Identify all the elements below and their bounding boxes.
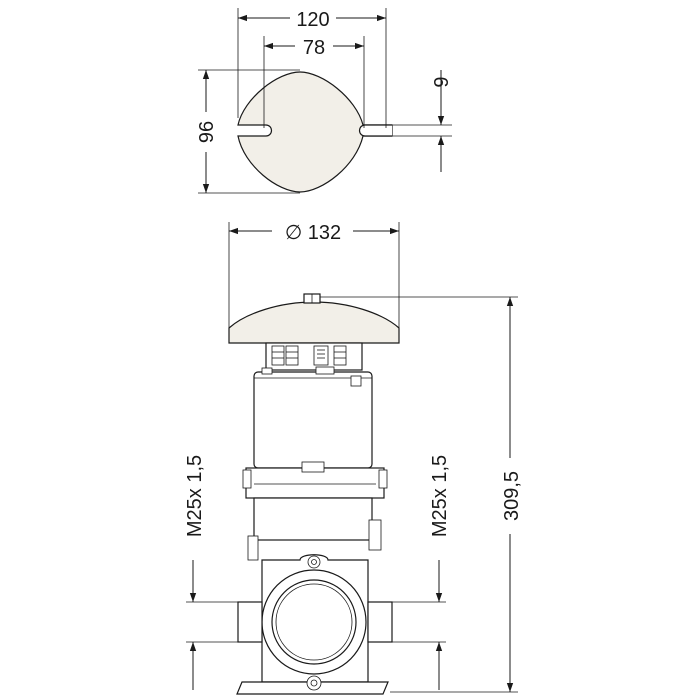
dimension-height-top-label: 96 <box>196 121 218 143</box>
dimension-height-top: 96 <box>196 70 218 193</box>
neck <box>245 467 385 499</box>
dimension-width-inner-label: 78 <box>303 37 325 59</box>
dimension-thread-right: M25x 1,5 <box>392 455 451 690</box>
dimension-slot: 9 <box>431 70 453 172</box>
cap-dome <box>228 301 400 344</box>
dimension-diameter-label: ∅ 132 <box>285 222 341 244</box>
dimension-total-height: 309,5 <box>320 296 523 693</box>
dimension-diameter: ∅ 132 <box>228 222 400 342</box>
top-view <box>198 8 452 194</box>
dimension-total-height-label: 309,5 <box>501 471 523 521</box>
dimension-thread-left: M25x 1,5 <box>184 455 238 690</box>
cable-gland-left <box>237 601 263 643</box>
dimension-width-outer: 120 <box>238 9 386 31</box>
device-side-view <box>228 293 400 695</box>
dimension-thread-left-label: M25x 1,5 <box>184 455 206 537</box>
dimension-width-inner: 78 <box>264 37 364 59</box>
dimension-width-outer-label: 120 <box>296 9 329 31</box>
top-cap-outline <box>237 71 393 193</box>
dimension-slot-label: 9 <box>431 76 453 87</box>
dimension-thread-right-label: M25x 1,5 <box>429 455 451 537</box>
top-slot-right <box>358 124 392 137</box>
cable-gland-right <box>367 601 393 643</box>
lower-housing <box>253 497 373 541</box>
